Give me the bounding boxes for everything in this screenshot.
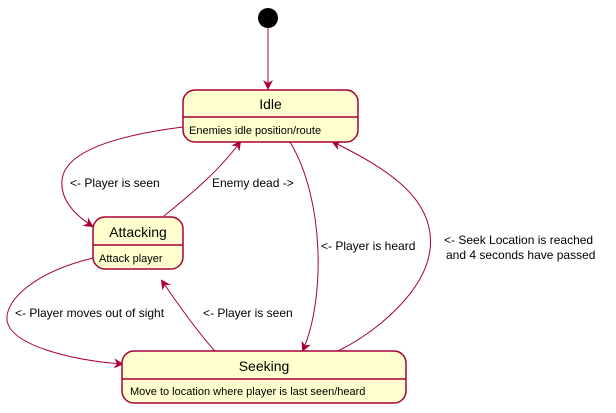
label-seeking-to-idle-line1: <- Seek Location is reached (444, 233, 593, 247)
label-seeking-to-attacking: <- Player is seen (203, 306, 293, 320)
state-idle: Idle Enemies idle position/route (182, 89, 359, 143)
edge-seeking-to-idle (331, 141, 431, 352)
label-idle-to-seeking: <- Player is heard (321, 239, 415, 253)
state-idle-title: Idle (259, 96, 282, 112)
edge-seeking-to-attacking (160, 279, 216, 352)
state-seeking-description: Move to location where player is last se… (130, 386, 365, 398)
label-attacking-to-idle: Enemy dead -> (212, 176, 294, 190)
edge-idle-to-seeking (289, 141, 319, 352)
state-attacking: Attacking Attack player (92, 216, 184, 270)
label-idle-to-attacking: <- Player is seen (70, 176, 160, 190)
label-seeking-to-idle-line2: and 4 seconds have passed (446, 248, 595, 262)
label-attacking-to-seeking: <- Player moves out of sight (15, 306, 165, 320)
edge-attacking-to-seeking (6, 257, 124, 369)
state-attacking-description: Attack player (99, 253, 163, 265)
edge-idle-to-attacking (61, 126, 184, 228)
state-idle-description: Enemies idle position/route (189, 125, 321, 137)
state-attacking-title: Attacking (109, 224, 167, 240)
edge-attacking-to-idle (163, 140, 242, 217)
state-seeking-title: Seeking (239, 358, 290, 374)
state-seeking: Seeking Move to location where player is… (121, 350, 407, 404)
start-node (258, 8, 278, 28)
